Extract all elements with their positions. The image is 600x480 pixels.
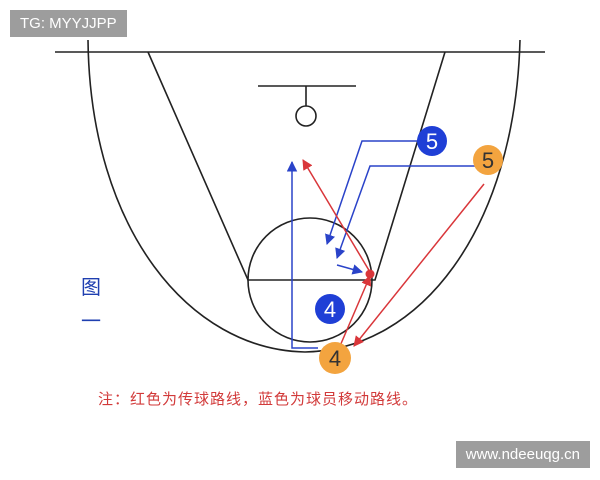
figure-label-char: 图 [81,275,101,299]
three-point-arc [87,39,521,353]
watermark-bottom-right: www.ndeeuqg.cn [455,441,590,468]
court-lines [55,39,545,353]
pass-path-3 [353,183,485,347]
player-number: 5 [426,129,438,154]
rim [295,105,317,127]
figure-label: 图 一 [78,270,104,338]
movement-paths [286,140,476,349]
figure-label-char: 一 [81,309,101,333]
legend-note: 注：红色为传球路线，蓝色为球员移动路线。 [98,390,419,408]
player-blue-4: 4 [315,294,345,324]
player-number: 4 [329,346,341,371]
player-blue-5: 5 [417,126,447,156]
pass-path-2 [339,275,372,347]
player-orange-5: 5 [473,145,503,175]
move-path-blue5 [325,140,420,245]
move-path-cut [336,264,364,275]
watermark-top-left: TG: MYYJJPP [10,10,127,37]
player-orange-4: 4 [319,342,351,374]
pass-path-1 [302,159,371,273]
player-number: 5 [482,148,494,173]
move-path-blue4 [286,160,318,349]
screen-point [365,269,375,279]
move-path-orange5 [335,165,476,259]
free-throw-circle [247,217,373,343]
pass-paths [302,159,485,347]
player-number: 4 [324,297,336,322]
